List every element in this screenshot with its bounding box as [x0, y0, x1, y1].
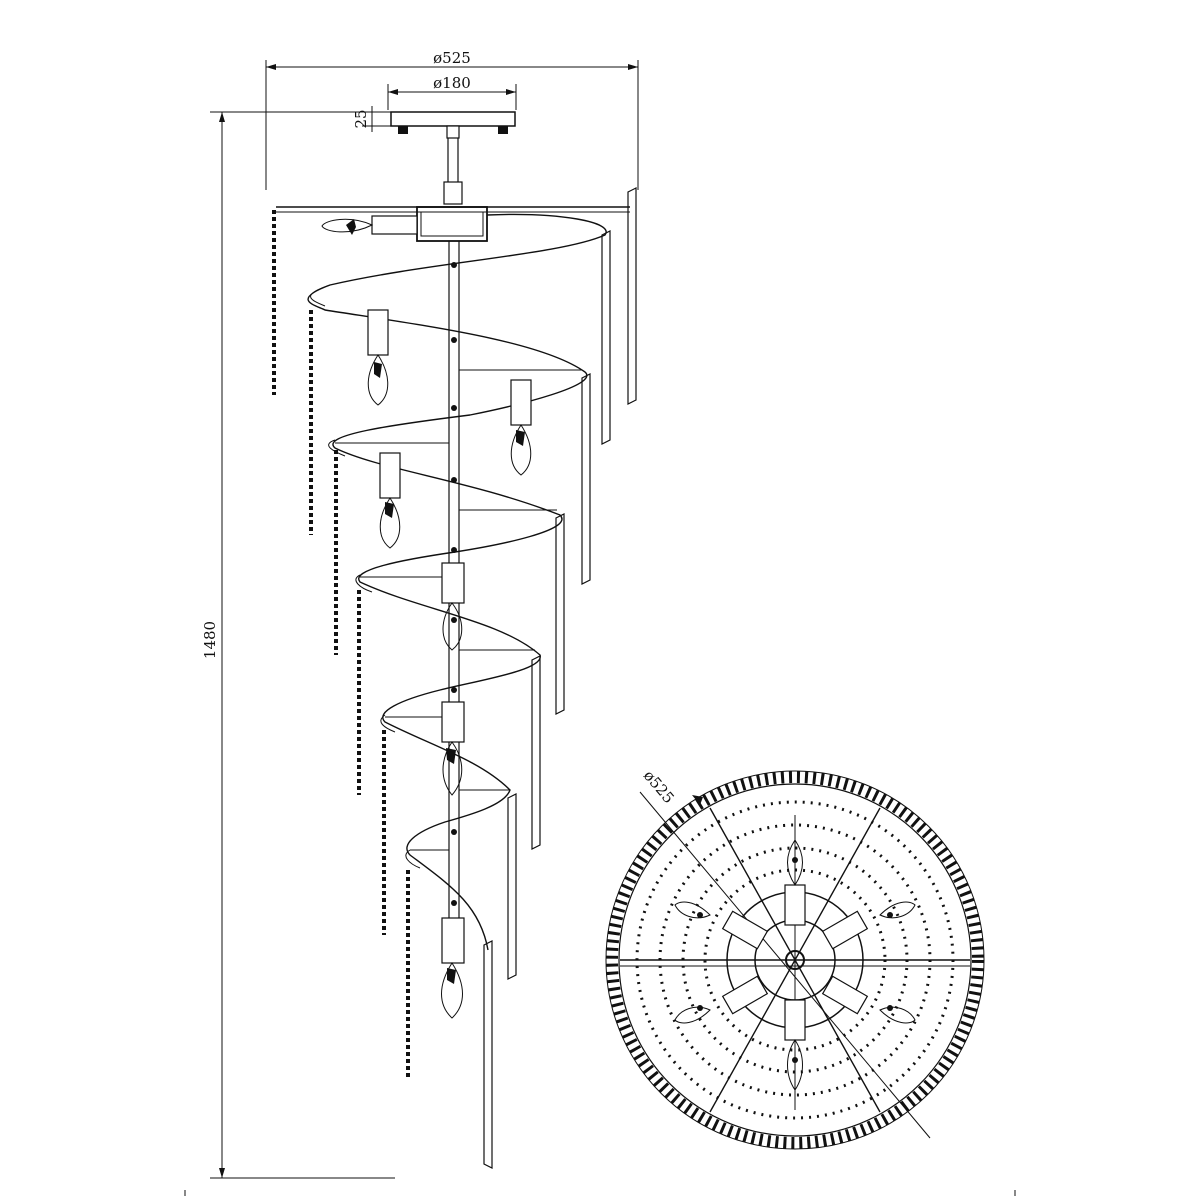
- candle-lights: [367, 309, 532, 1019]
- candle-2: [510, 379, 532, 476]
- dimension-canopy-width: ø180: [387, 74, 517, 110]
- canopy-diameter-label: ø180: [433, 74, 471, 92]
- plan-candles: [674, 839, 916, 1091]
- overall-diameter-label: ø525: [433, 49, 471, 67]
- overall-height-label: 1480: [201, 621, 219, 659]
- plan-diameter-label: ø525: [640, 767, 678, 807]
- plan-spokes: [620, 807, 970, 1113]
- candle-1: [367, 309, 389, 406]
- candle-6: [441, 917, 465, 1019]
- candle-4: [441, 562, 465, 651]
- dimension-canopy-height: 25: [352, 106, 392, 132]
- top-hub: [276, 206, 630, 242]
- bead-strands: [272, 210, 410, 1080]
- central-rod: [443, 138, 463, 935]
- plan-view: ø525: [605, 767, 985, 1150]
- canopy: [390, 111, 516, 139]
- canopy-height-label: 25: [352, 109, 370, 128]
- dimension-overall-width: ø525: [265, 49, 639, 190]
- spiral-band: [307, 213, 607, 951]
- rod-joints: [451, 262, 457, 906]
- elevation-view: ø525 ø180 25 1480: [201, 49, 639, 1179]
- corner-marks: [184, 1190, 1016, 1196]
- candle-5: [441, 701, 465, 796]
- candle-3: [379, 452, 401, 549]
- crystal-panels: [483, 187, 637, 1169]
